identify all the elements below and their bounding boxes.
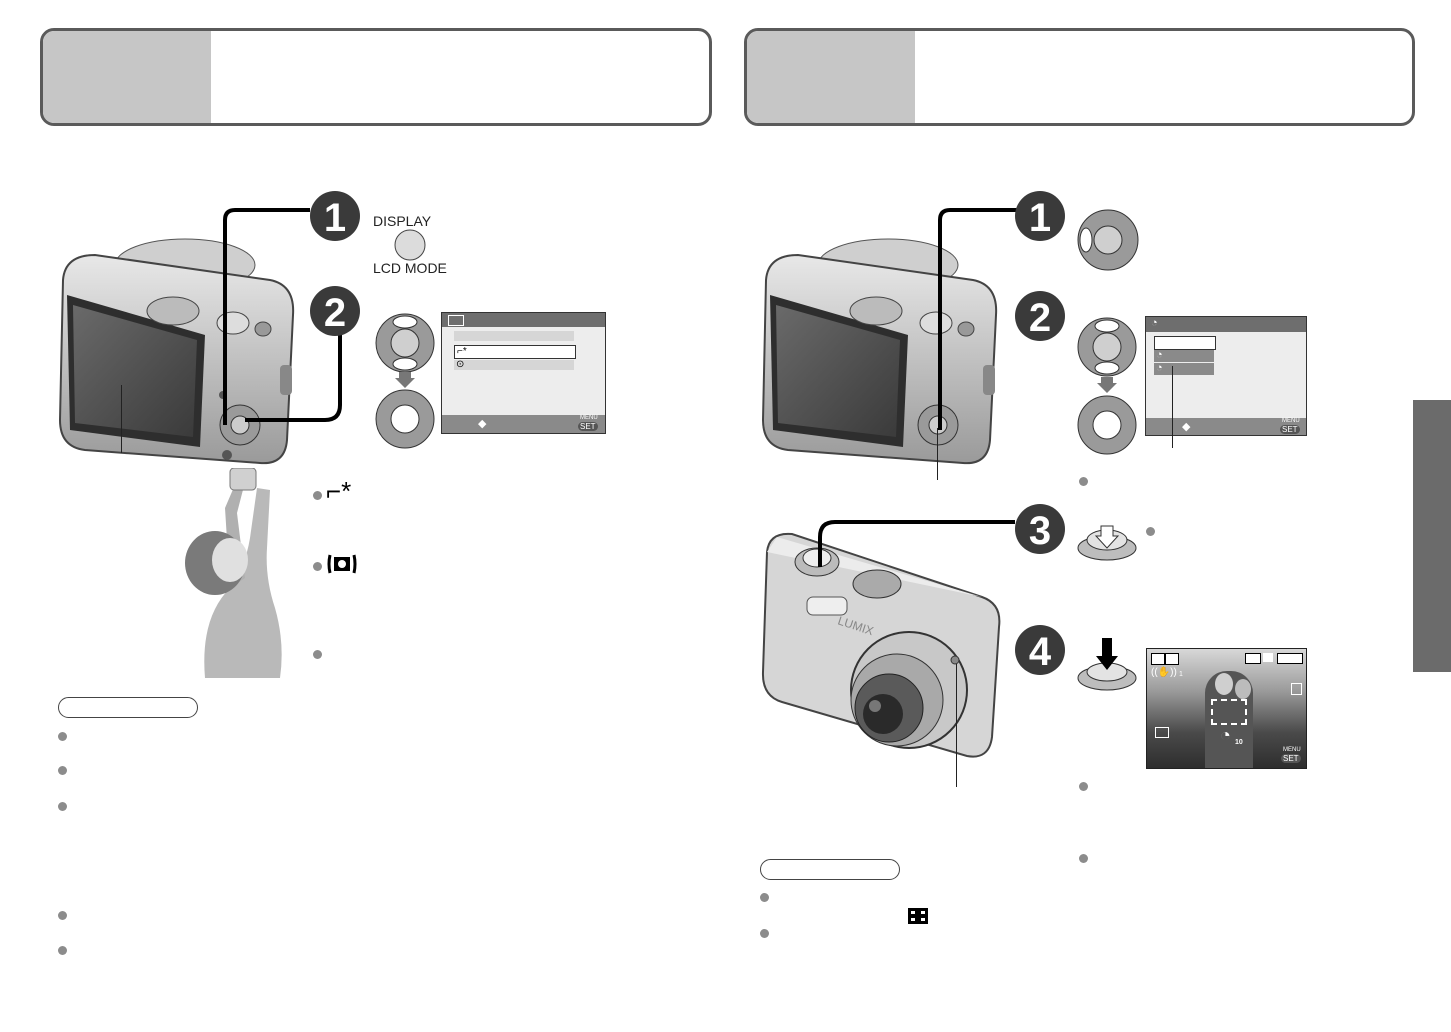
camera-mode-icon xyxy=(1151,653,1165,665)
menu-title-icon xyxy=(448,315,464,326)
menu-item-row[interactable] xyxy=(454,331,574,341)
self-timer-lamp-leader xyxy=(956,664,957,787)
left-title-box xyxy=(40,28,712,126)
flash-icon xyxy=(1165,653,1179,665)
step-bullet xyxy=(1079,782,1088,791)
menu-title-bar xyxy=(442,313,605,327)
step-2-circle: 2 xyxy=(310,286,360,336)
note-bullet xyxy=(58,802,67,811)
menu-footer-set: SET xyxy=(578,422,598,431)
shutter-full-press-icon[interactable] xyxy=(1076,638,1138,692)
menu-title-bar: ◔ xyxy=(1146,317,1306,332)
step-connector-lines xyxy=(223,208,342,425)
quality-icon xyxy=(1263,653,1273,662)
cursor-pad-icon[interactable] xyxy=(1076,316,1138,378)
countdown-value: 10 xyxy=(1235,739,1243,746)
left-title-tab xyxy=(43,31,211,123)
right-title-tab xyxy=(747,31,915,123)
self-timer-icon: ◔ xyxy=(1156,362,1163,374)
svg-text:1: 1 xyxy=(1029,196,1051,240)
step-1-circle: 1 xyxy=(1015,191,1065,241)
set-button-icon[interactable] xyxy=(374,388,436,450)
option-bullet xyxy=(313,491,322,500)
display-label: DISPLAY xyxy=(373,213,432,229)
svg-text:3: 3 xyxy=(1029,509,1051,553)
self-timer-icon: ◔ xyxy=(1151,317,1158,329)
high-angle-icon: ⊙ xyxy=(456,359,465,370)
note-bullet xyxy=(58,946,67,955)
menu-leader-line xyxy=(1172,366,1173,448)
menu-screen-right: ◔ ◔ ◔ ◆ MENU SET xyxy=(1145,316,1307,436)
arrow-down-icon xyxy=(395,372,415,388)
camera-back-illustration xyxy=(761,238,998,465)
stabilizer-level: 1 xyxy=(1179,671,1183,678)
menu-item-selected[interactable] xyxy=(1154,336,1216,350)
svg-text:2: 2 xyxy=(1029,296,1051,340)
cursor-pad-icon[interactable] xyxy=(374,312,436,374)
updown-icon: ◆ xyxy=(1182,421,1191,433)
cursor-leader-line xyxy=(937,428,938,480)
menu-footer-set: SET xyxy=(1280,425,1300,434)
display-button-icon[interactable] xyxy=(393,228,427,262)
menu-footer-menu: MENU xyxy=(580,415,598,421)
menu-screen-left: ⌐* ⊙ ◆ MENU SET xyxy=(441,312,606,434)
option-bullet xyxy=(313,650,322,659)
memory-icon xyxy=(1291,683,1302,695)
high-angle-icon xyxy=(327,554,357,574)
menu-item-row[interactable]: ◔ xyxy=(1154,362,1214,375)
svg-text:4: 4 xyxy=(1029,630,1052,674)
menu-footer: ◆ MENU SET xyxy=(442,415,605,433)
svg-text:2: 2 xyxy=(324,291,346,335)
photo-subject-face xyxy=(1235,679,1251,699)
option-bullet xyxy=(313,562,322,571)
step-bullet xyxy=(1146,527,1155,536)
lcd-photo-preview: ((✋)) 1 ◔ 10 MENU SET xyxy=(1146,648,1307,769)
note-bullet xyxy=(760,929,769,938)
metering-icon xyxy=(1155,727,1169,738)
menu-footer: ◆ MENU SET xyxy=(1146,418,1306,435)
preview-set-label: SET xyxy=(1281,754,1301,763)
af-frame xyxy=(1211,699,1247,725)
step-4-circle: 4 xyxy=(1015,625,1065,675)
note-bullet xyxy=(58,911,67,920)
step-3-connector xyxy=(818,520,1015,567)
preview-menu-label: MENU xyxy=(1283,747,1301,753)
stabilizer-icon: ((✋)) xyxy=(1151,667,1177,678)
note-heading-pill xyxy=(760,859,900,880)
updown-icon: ◆ xyxy=(478,418,487,430)
shutter-half-press-icon[interactable] xyxy=(1076,520,1138,562)
step-bullet xyxy=(1079,854,1088,863)
cursor-pad-icon[interactable] xyxy=(1076,208,1140,272)
person-high-angle-illustration xyxy=(185,468,282,678)
lcd-leader-line xyxy=(121,385,122,453)
camera-front-illustration: LUMIX xyxy=(761,532,1001,758)
step-3-circle: 3 xyxy=(1015,504,1065,554)
step-bullet xyxy=(1079,477,1088,486)
chapter-side-tab xyxy=(1413,400,1451,672)
note-bullet xyxy=(760,893,769,902)
battery-icon xyxy=(1277,653,1303,664)
power-lcd-icon: ⌐* xyxy=(326,476,352,506)
self-timer-icon: ◔ xyxy=(1220,725,1231,745)
lcd-mode-label: LCD MODE xyxy=(373,260,447,276)
self-timer-icon: ◔ xyxy=(1156,349,1163,361)
menu-item-row[interactable]: ⊙ xyxy=(454,359,574,370)
svg-text:1: 1 xyxy=(324,196,346,240)
menu-footer-menu: MENU xyxy=(1282,418,1300,424)
photo-subject-face xyxy=(1215,673,1233,695)
note-bullet xyxy=(58,732,67,741)
step-1-circle: 1 xyxy=(310,191,360,241)
picture-size-icon xyxy=(1245,653,1261,664)
right-title-box xyxy=(744,28,1415,126)
step-2-circle: 2 xyxy=(1015,291,1065,341)
arrow-down-icon xyxy=(1097,377,1117,393)
set-button-icon[interactable] xyxy=(1076,394,1138,456)
step-connector-lines xyxy=(938,208,1025,430)
motion-picture-icon xyxy=(908,908,928,924)
menu-item-selected[interactable]: ⌐* xyxy=(454,345,576,359)
note-heading-pill xyxy=(58,697,198,718)
power-lcd-icon: ⌐* xyxy=(457,346,467,357)
note-bullet xyxy=(58,766,67,775)
menu-item-row[interactable]: ◔ xyxy=(1154,349,1214,362)
